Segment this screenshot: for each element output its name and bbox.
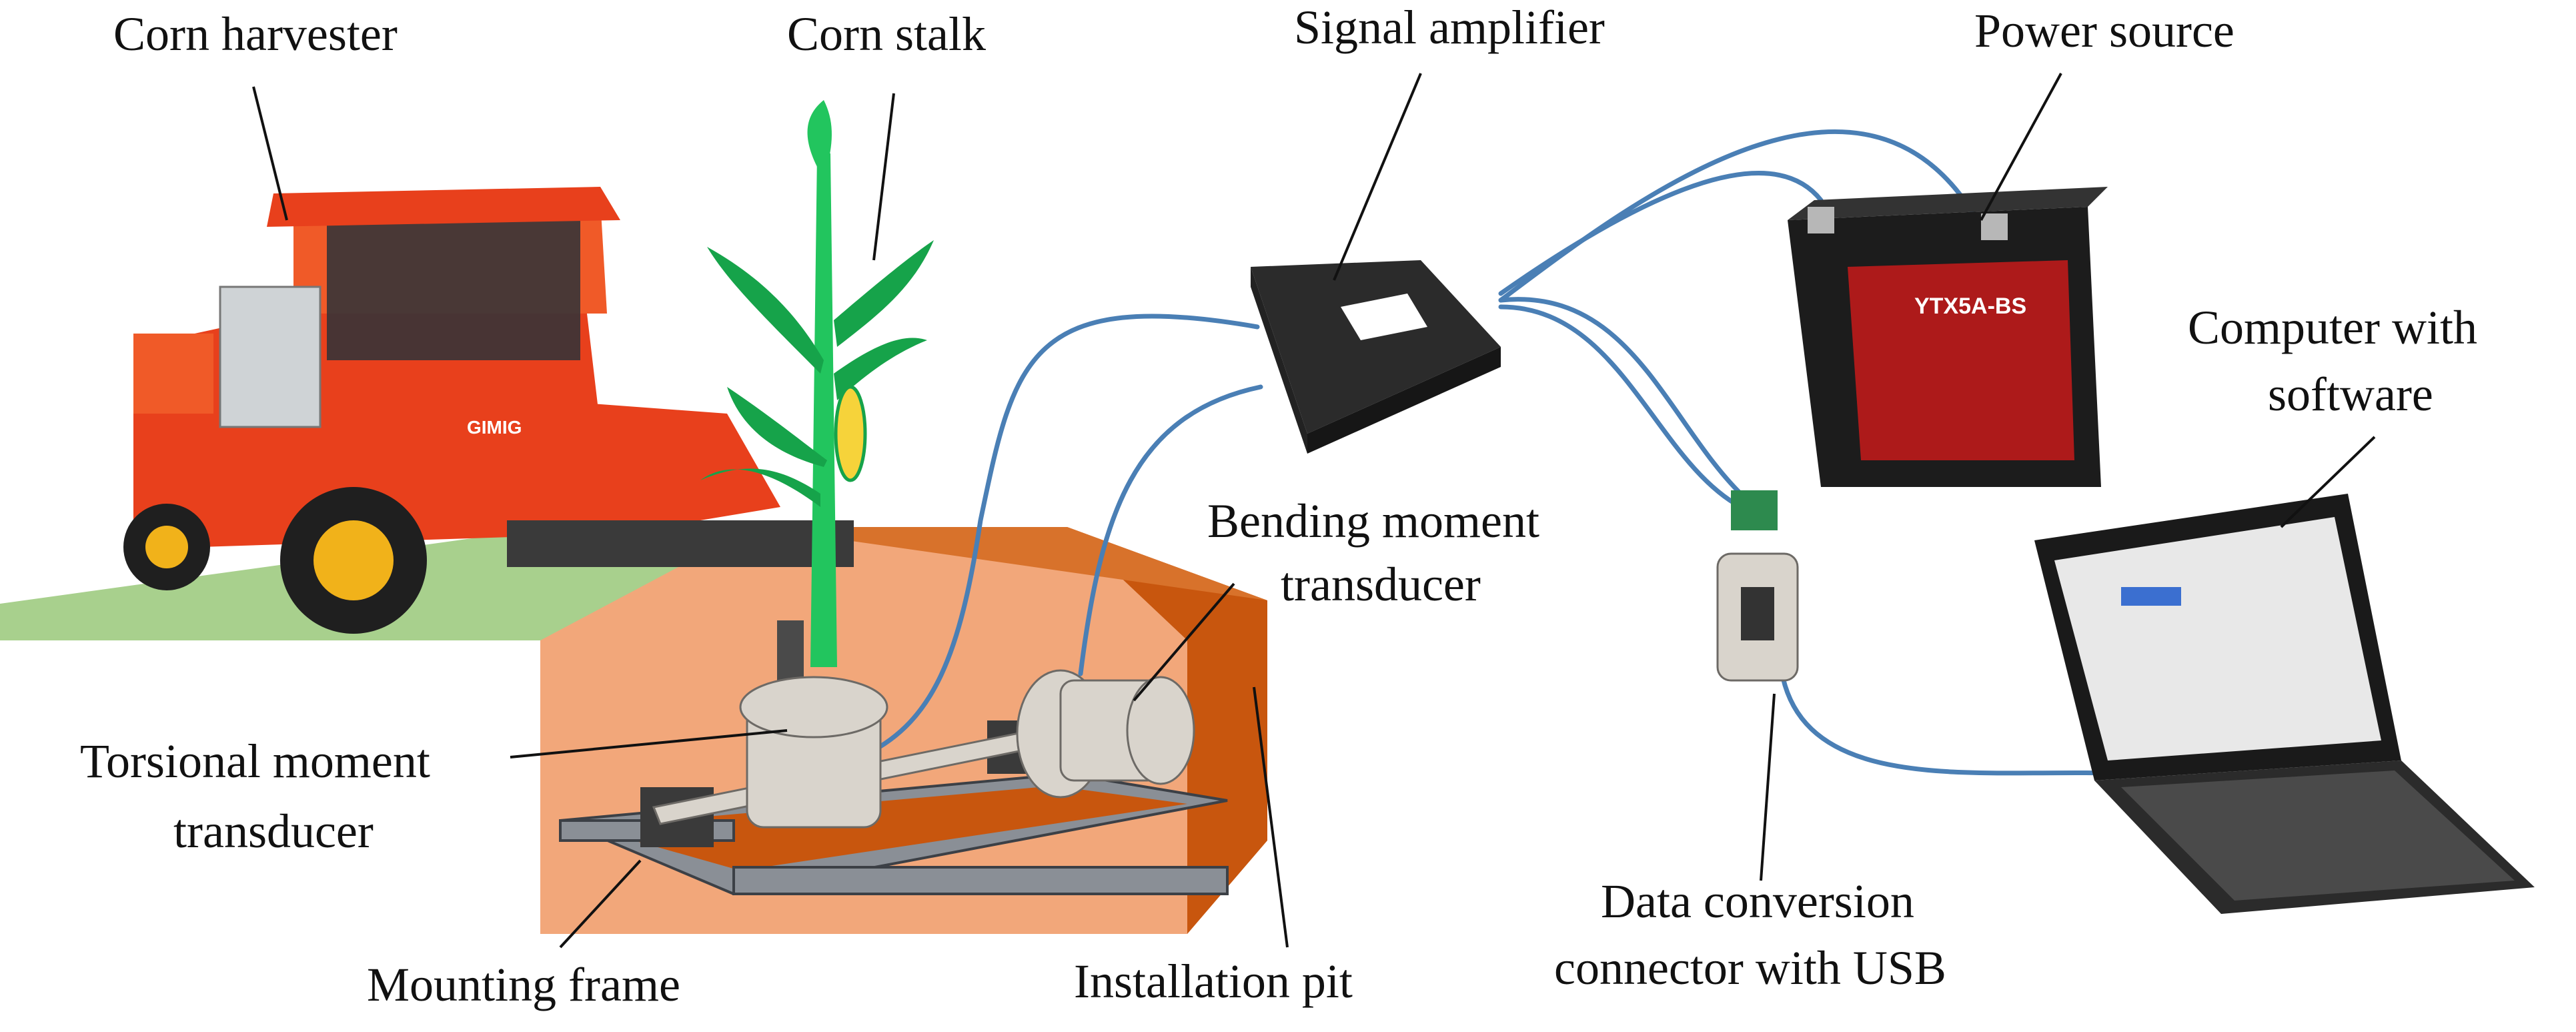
label-power-source: Power source (1974, 4, 2234, 57)
label-computer-line1: Computer with (2188, 301, 2477, 354)
laptop-computer (2034, 494, 2535, 914)
harvester-brand-text: GIMIG (467, 417, 522, 438)
signal-amplifier-device (1251, 260, 1501, 454)
label-corn-stalk: Corn stalk (787, 7, 986, 61)
label-computer-line2: software (2268, 368, 2433, 421)
bending-moment-transducer-device (1016, 669, 1195, 799)
label-bending-line1: Bending moment (1207, 494, 1539, 548)
power-source-battery: YTX5A-BS (1788, 187, 2108, 487)
label-data-conversion-line2: connector with USB (1554, 941, 1946, 995)
corn-ear (834, 385, 867, 482)
label-torsional-line2: transducer (173, 805, 374, 858)
signal-cables (864, 129, 2130, 777)
label-bending-line2: transducer (1281, 558, 1481, 611)
usb-data-converter-device (1716, 490, 1799, 682)
battery-model-text: YTX5A-BS (1914, 294, 2026, 319)
torsional-moment-transducer-device (739, 620, 888, 829)
label-data-conversion-line1: Data conversion (1601, 875, 1914, 928)
label-installation-pit: Installation pit (1074, 955, 1353, 1008)
leader-lines (252, 73, 2376, 949)
corn-harvester-illustration: GIMIG (123, 187, 854, 634)
label-corn-harvester: Corn harvester (113, 7, 398, 61)
label-signal-amplifier: Signal amplifier (1294, 1, 1605, 54)
label-torsional-line1: Torsional moment (80, 734, 430, 788)
corn-stalk-illustration (700, 100, 934, 667)
label-mounting-frame: Mounting frame (367, 958, 680, 1011)
